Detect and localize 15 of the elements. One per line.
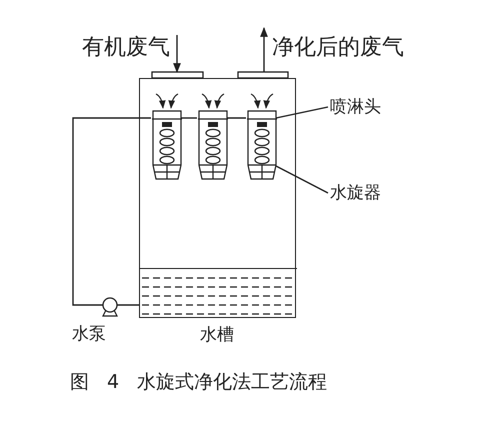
pipe-line — [117, 304, 139, 306]
pipe-line — [72, 117, 151, 306]
node-label: 水槽 — [200, 325, 234, 345]
flow-arrow — [173, 35, 181, 73]
leader-line — [276, 106, 328, 119]
part-label: 喷淋头 — [330, 97, 381, 117]
caption: 图 4 水旋式净化法工艺流程 — [70, 372, 328, 392]
flow-arrow — [260, 27, 268, 72]
part-label: 水旋器 — [330, 183, 381, 203]
flow-label: 净化后的废气 — [272, 36, 404, 60]
leader-line — [276, 165, 328, 194]
node-label: 水泵 — [72, 324, 106, 344]
pipe-line — [227, 117, 246, 119]
flow-label: 有机废气 — [82, 36, 170, 60]
pipe-line — [181, 117, 197, 119]
